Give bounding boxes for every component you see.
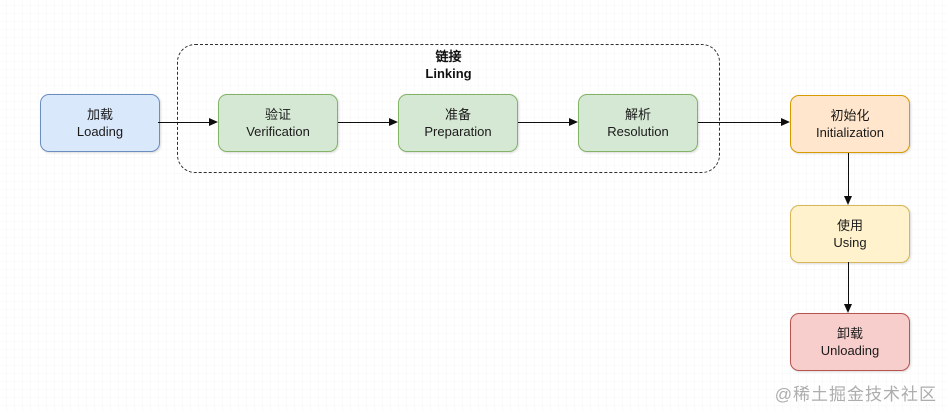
node-unloading-label-en: Unloading — [820, 343, 880, 358]
arrow-verification-to-preparation — [338, 117, 398, 126]
node-unloading-label-zh: 卸载 — [836, 326, 863, 341]
node-verification: 验证 Verification — [218, 94, 338, 152]
arrow-loading-to-verification — [158, 117, 218, 126]
node-resolution-label-en: Resolution — [607, 124, 669, 139]
arrowhead-icon — [843, 196, 852, 205]
node-using: 使用 Using — [790, 205, 910, 263]
arrowhead-icon — [569, 117, 578, 126]
arrowhead-icon — [781, 117, 790, 126]
linking-group-label-zh: 链接 — [435, 49, 462, 64]
node-preparation-label-en: Preparation — [424, 124, 492, 139]
arrow-using-to-unloading — [843, 262, 852, 313]
node-preparation-label-zh: 准备 — [444, 107, 471, 122]
node-verification-label-en: Verification — [246, 124, 310, 139]
linking-group-container: 链接 Linking — [177, 44, 720, 173]
node-initialization: 初始化 Initialization — [790, 95, 910, 153]
arrowhead-icon — [389, 117, 398, 126]
node-initialization-label-zh: 初始化 — [830, 108, 870, 123]
arrowhead-icon — [843, 304, 852, 313]
arrow-initialization-to-using — [843, 153, 852, 205]
node-verification-label-zh: 验证 — [264, 107, 291, 122]
node-resolution-label-zh: 解析 — [624, 107, 651, 122]
node-using-label-zh: 使用 — [836, 218, 863, 233]
node-initialization-label-en: Initialization — [816, 125, 884, 140]
arrowhead-icon — [209, 117, 218, 126]
node-loading-label-en: Loading — [76, 124, 124, 139]
node-preparation: 准备 Preparation — [398, 94, 518, 152]
node-resolution: 解析 Resolution — [578, 94, 698, 152]
node-using-label-en: Using — [833, 235, 867, 250]
node-loading: 加载 Loading — [40, 94, 160, 152]
node-unloading: 卸载 Unloading — [790, 313, 910, 371]
arrow-preparation-to-resolution — [518, 117, 578, 126]
arrow-resolution-to-initialization — [698, 117, 790, 126]
watermark: @稀土掘金技术社区 — [774, 385, 937, 404]
node-loading-label-zh: 加载 — [86, 107, 113, 122]
linking-group-label-en: Linking — [425, 66, 472, 81]
linking-group-label: 链接 Linking — [178, 48, 719, 82]
